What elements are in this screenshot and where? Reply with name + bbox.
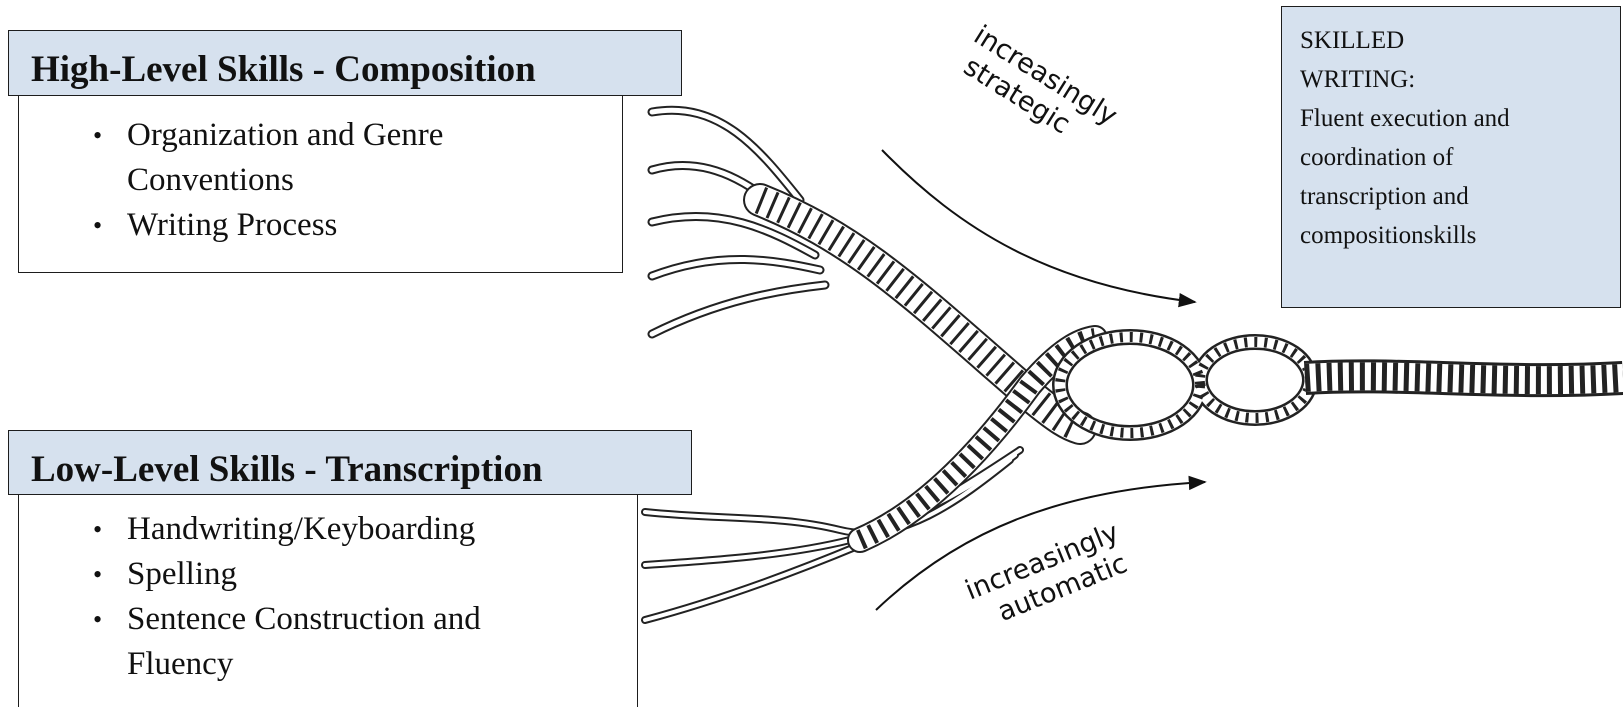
bullet-icon: • xyxy=(93,597,102,642)
high-item-text: Writing Process xyxy=(127,203,622,248)
low-item-text: Handwriting/Keyboarding xyxy=(127,507,637,552)
skilled-writing-line: compositionskills xyxy=(1300,216,1620,255)
skilled-writing-line: transcription and xyxy=(1300,177,1620,216)
high-item: • Writing Process xyxy=(19,203,622,248)
bullet-icon: • xyxy=(93,113,102,158)
high-item-text: Conventions xyxy=(127,158,622,203)
skilled-writing-line: WRITING: xyxy=(1300,60,1620,99)
low-item-text: Spelling xyxy=(127,552,637,597)
low-level-skills-list: • Handwriting/Keyboarding • Spelling • Senten… xyxy=(18,493,638,707)
skilled-writing-line: SKILLED xyxy=(1300,21,1620,60)
low-level-skills-title: Low-Level Skills - Transcription xyxy=(8,430,692,495)
high-level-skills-title: High-Level Skills - Composition xyxy=(8,30,682,96)
strategic-arrow xyxy=(882,150,1195,302)
bullet-icon: • xyxy=(93,552,102,597)
bullet-icon: • xyxy=(93,203,102,248)
low-item: • Handwriting/Keyboarding xyxy=(19,507,637,552)
bullet-icon: • xyxy=(93,507,102,552)
low-item: • Spelling xyxy=(19,552,637,597)
skilled-writing-line: Fluent execution and xyxy=(1300,99,1620,138)
low-item-text: Sentence Construction and xyxy=(127,597,637,642)
skilled-writing-line: coordination of xyxy=(1300,138,1620,177)
low-item-text: Fluency xyxy=(127,642,637,687)
high-item-text: Organization and Genre xyxy=(127,113,622,158)
